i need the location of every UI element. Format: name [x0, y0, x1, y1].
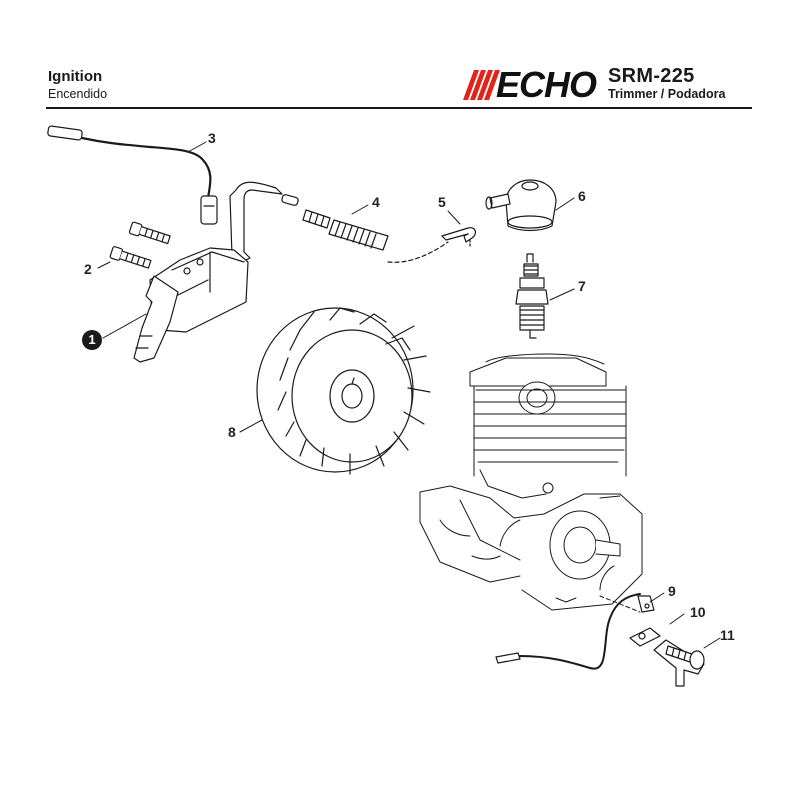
- model-number: SRM-225: [608, 65, 695, 87]
- callout-7: 7: [578, 278, 586, 294]
- engine-block-part: [419, 353, 643, 613]
- echo-logo: ECHO: [462, 64, 602, 105]
- callout-6: 6: [578, 188, 586, 204]
- brand-stripes-icon: [463, 70, 500, 100]
- callout-10: 10: [690, 604, 706, 620]
- callout-9: 9: [668, 583, 676, 599]
- callout-5: 5: [438, 194, 446, 210]
- spring-clip-part: [441, 227, 477, 247]
- callout-2: 2: [84, 261, 92, 277]
- brand-wordmark: ECHO: [496, 64, 597, 105]
- ignition-coil-part: [133, 181, 283, 363]
- callout-4: 4: [372, 194, 380, 210]
- page-title: Ignition: [48, 68, 103, 85]
- stop-wire-part: [495, 593, 655, 670]
- coil-screws-part: [109, 221, 171, 269]
- spark-plug-boot-part: [485, 179, 557, 232]
- flywheel-part: [256, 307, 431, 475]
- spark-plug-spring-part: [281, 194, 449, 263]
- header-divider: [46, 107, 752, 109]
- callout-11: 11: [720, 627, 735, 643]
- page-header-right: SRM-225 Trimmer / Podadora: [608, 66, 725, 102]
- leader-lines: [97, 141, 721, 649]
- spark-plug-part: [515, 253, 549, 339]
- bracket-screw-part: [665, 645, 705, 670]
- high-tension-lead-part: [47, 125, 218, 225]
- page-header-left: Ignition Encendido: [48, 68, 107, 102]
- callout-3: 3: [208, 130, 216, 146]
- page-subtitle: Encendido: [48, 87, 108, 101]
- callout-8: 8: [228, 424, 236, 440]
- product-name: Trimmer / Podadora: [608, 87, 726, 101]
- callout-1-highlighted: 1: [82, 330, 102, 350]
